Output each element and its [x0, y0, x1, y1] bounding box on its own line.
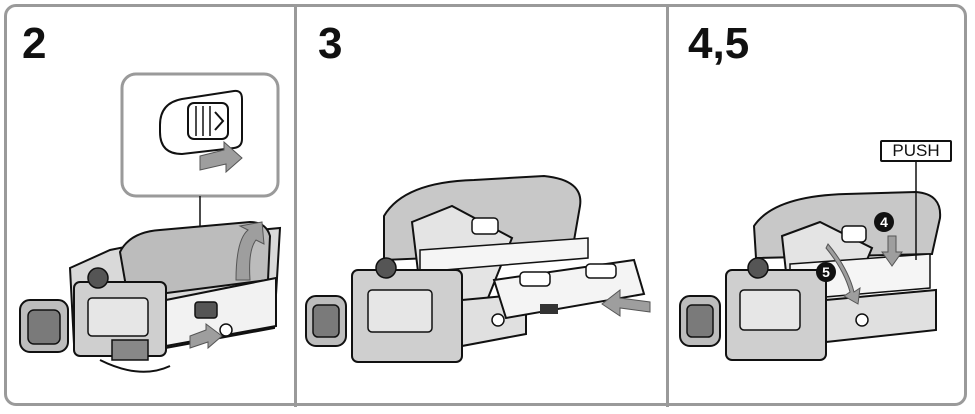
step-number-4-5: 4,5 [688, 19, 750, 68]
lid-open-arrow [235, 221, 265, 281]
close-lid-arrow [825, 243, 861, 305]
step-number-3: 3 [318, 19, 343, 68]
push-label: PUSH [880, 140, 952, 162]
cassette-tape [492, 258, 646, 320]
camcorder-body-step-3 [305, 174, 589, 363]
step-number-2: 2 [22, 19, 47, 68]
slide-switch-closeup [159, 89, 243, 156]
switch-slide-arrow [189, 323, 223, 350]
camcorder-body-step-4-5 [679, 190, 942, 361]
step-marker-5: 5 [816, 262, 836, 282]
panel-divider-1 [294, 7, 297, 407]
panel-divider-2 [666, 7, 669, 407]
push-down-arrow [881, 235, 903, 267]
slide-arrow-closeup [199, 140, 243, 174]
insert-cassette-arrow [601, 288, 651, 317]
step-marker-4: 4 [874, 212, 894, 232]
camcorder-body-step-2 [19, 220, 282, 373]
